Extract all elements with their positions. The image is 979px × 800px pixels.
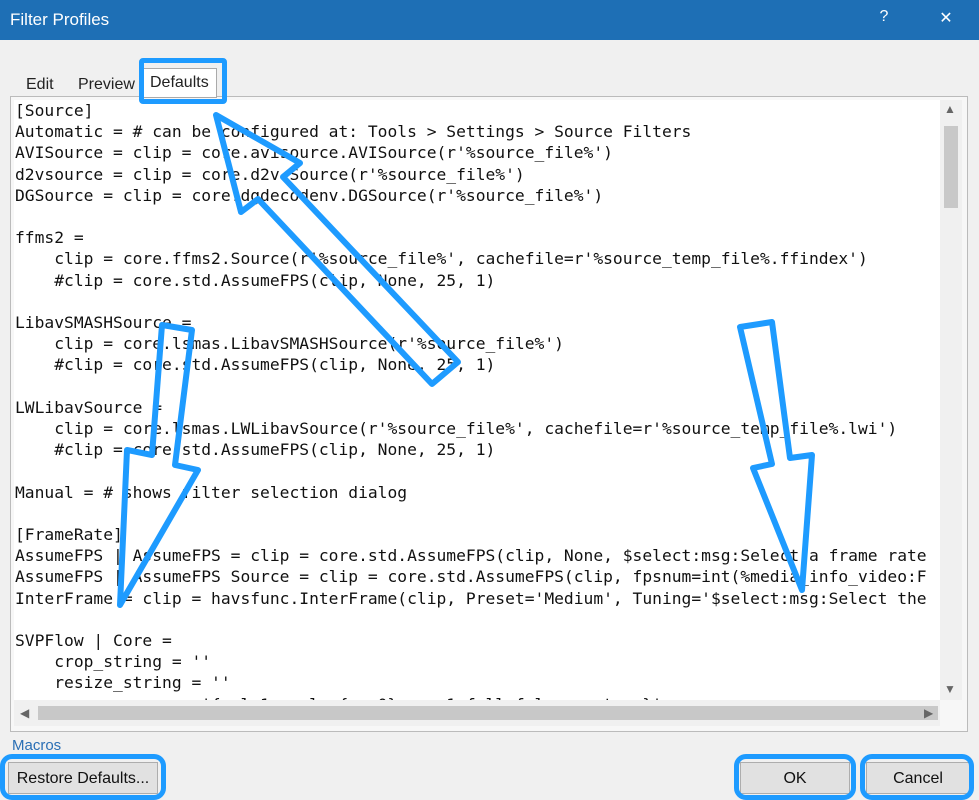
vertical-scroll-thumb[interactable]: [944, 126, 958, 208]
macros-link[interactable]: Macros: [12, 737, 62, 754]
tab-preview[interactable]: Preview: [78, 76, 135, 93]
scroll-left-icon[interactable]: ◀: [20, 706, 30, 720]
help-icon[interactable]: ?: [879, 8, 889, 25]
scroll-down-icon[interactable]: ▼: [944, 682, 956, 696]
scroll-right-icon[interactable]: ▶: [924, 706, 934, 720]
vertical-scrollbar[interactable]: ▲ ▼: [940, 100, 962, 700]
scroll-up-icon[interactable]: ▲: [944, 102, 956, 116]
restore-defaults-button[interactable]: Restore Defaults...: [8, 762, 158, 794]
title-bar: Filter Profiles ? ✕: [0, 0, 979, 40]
tab-defaults[interactable]: Defaults: [142, 68, 217, 98]
ok-button[interactable]: OK: [740, 762, 850, 794]
cancel-button[interactable]: Cancel: [866, 762, 970, 794]
window-title: Filter Profiles: [10, 10, 110, 29]
close-icon[interactable]: ✕: [939, 10, 953, 27]
code-text[interactable]: [Source] Automatic = # can be configured…: [15, 101, 927, 700]
tab-edit[interactable]: Edit: [26, 76, 54, 93]
horizontal-scrollbar[interactable]: ◀ ▶: [14, 700, 940, 726]
horizontal-scroll-thumb[interactable]: [38, 706, 938, 720]
code-editor[interactable]: [Source] Automatic = # can be configured…: [14, 100, 940, 700]
